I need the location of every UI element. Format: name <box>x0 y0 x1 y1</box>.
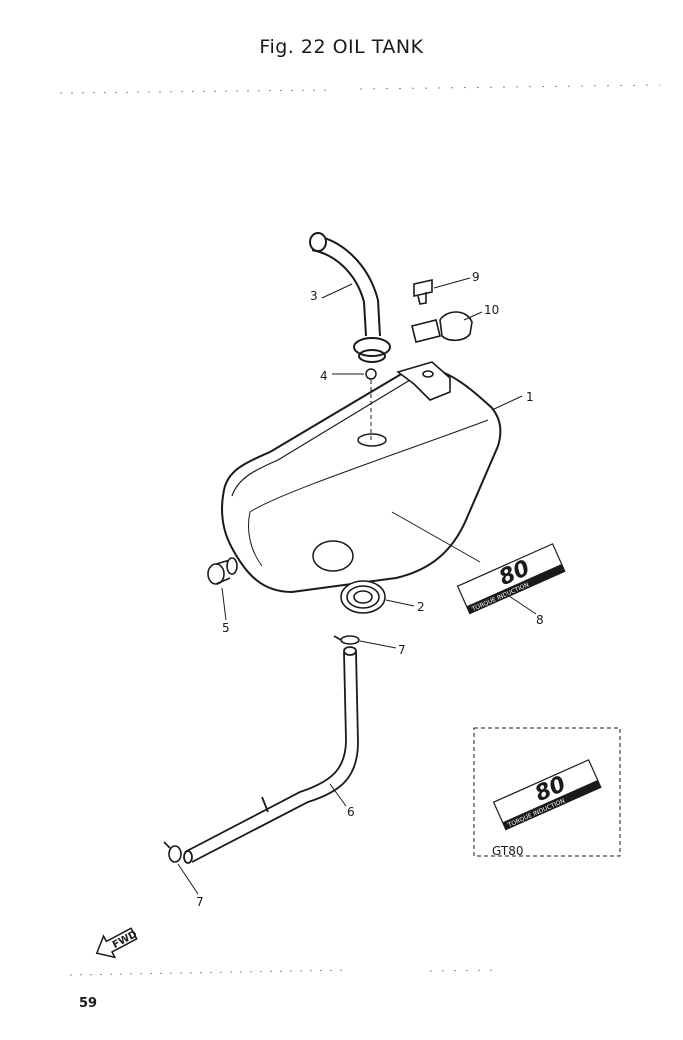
callout-7-upper: 7 <box>398 643 406 657</box>
inset-emblem-decal: 80 TORQUE INDUCTION <box>492 759 602 831</box>
rubber-damper <box>411 311 473 343</box>
hose-clip-upper <box>333 635 360 645</box>
callout-7-lower: 7 <box>196 895 204 909</box>
scan-speckle-bottom <box>69 969 501 976</box>
callout-4: 4 <box>320 369 328 383</box>
callout-5: 5 <box>222 621 230 635</box>
tank-mounting-bracket <box>396 361 451 401</box>
callout-1: 1 <box>526 390 534 404</box>
tank-cap <box>340 580 386 614</box>
drain-fitting <box>207 557 238 585</box>
oil-hose <box>183 646 359 864</box>
ball-part <box>365 368 377 380</box>
scan-speckle-top <box>59 84 661 94</box>
emblem-decal: 80 TORQUE INDUCTION <box>456 543 566 615</box>
filler-neck-pipe <box>309 232 391 363</box>
callout-10: 10 <box>484 303 499 317</box>
mounting-bolt <box>413 279 433 305</box>
hose-clip-lower <box>163 841 182 863</box>
oil-tank-body <box>221 367 502 594</box>
callout-2: 2 <box>417 600 425 614</box>
leader-lines <box>177 277 537 895</box>
callout-9: 9 <box>472 270 480 284</box>
callout-8: 8 <box>536 613 544 627</box>
fwd-direction-arrow: FWD <box>95 927 139 959</box>
inset-caption: GT80 <box>492 844 523 858</box>
callout-6: 6 <box>347 805 355 819</box>
page-title: Fig. 22 OIL TANK <box>259 36 424 58</box>
callout-3: 3 <box>310 289 318 303</box>
gt80-inset-box: 80 TORQUE INDUCTION GT80 <box>473 727 621 858</box>
page-number: 59 <box>79 996 98 1011</box>
